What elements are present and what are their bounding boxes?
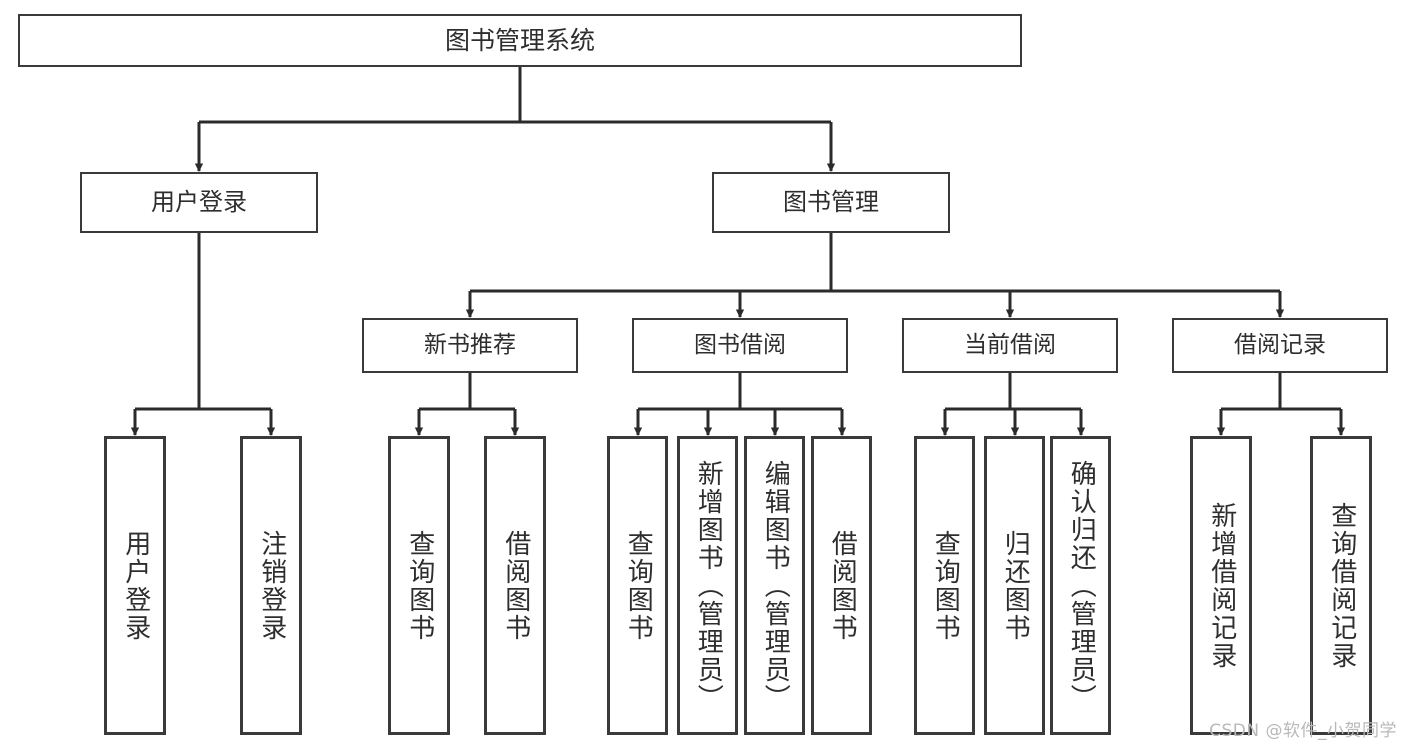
node-label: 当前借阅 bbox=[964, 331, 1056, 358]
node-label: 新书推荐 bbox=[424, 331, 516, 358]
node-bookmgmt[interactable]: 图书管理 bbox=[712, 172, 950, 233]
node-newbooks[interactable]: 新书推荐 bbox=[362, 318, 578, 373]
node-label: 借阅记录 bbox=[1234, 331, 1326, 358]
node-label: 确认归还（管理员） bbox=[1066, 459, 1097, 712]
node-label: 用户登录 bbox=[151, 188, 247, 217]
node-leaf-user-login[interactable]: 用户登录 bbox=[104, 436, 166, 735]
node-label: 查询借阅记录 bbox=[1326, 501, 1357, 670]
node-label: 用户登录 bbox=[120, 529, 151, 642]
node-label: 新增借阅记录 bbox=[1206, 501, 1237, 670]
node-label: 图书管理系统 bbox=[444, 25, 595, 55]
node-leaf-nb-query[interactable]: 查询图书 bbox=[388, 436, 450, 735]
node-label: 借阅图书 bbox=[827, 529, 858, 642]
node-label: 查询图书 bbox=[623, 529, 654, 642]
node-leaf-re-query[interactable]: 查询借阅记录 bbox=[1310, 436, 1372, 735]
node-login[interactable]: 用户登录 bbox=[80, 172, 318, 233]
node-label: 图书管理 bbox=[783, 188, 879, 217]
node-leaf-cu-return[interactable]: 归还图书 bbox=[984, 436, 1045, 735]
csdn-watermark: CSDN @软件_小贺同学 bbox=[1209, 721, 1397, 741]
node-label: 借阅图书 bbox=[500, 529, 531, 642]
node-leaf-bo-query[interactable]: 查询图书 bbox=[607, 436, 668, 735]
node-label: 编辑图书（管理员） bbox=[760, 459, 791, 712]
node-borrow[interactable]: 图书借阅 bbox=[632, 318, 848, 373]
node-label: 归还图书 bbox=[1000, 529, 1031, 642]
node-leaf-nb-borrow[interactable]: 借阅图书 bbox=[484, 436, 546, 735]
node-root[interactable]: 图书管理系统 bbox=[18, 14, 1022, 67]
node-label: 新增图书（管理员） bbox=[693, 459, 724, 712]
node-leaf-re-add[interactable]: 新增借阅记录 bbox=[1190, 436, 1252, 735]
node-records[interactable]: 借阅记录 bbox=[1172, 318, 1388, 373]
node-label: 图书借阅 bbox=[694, 331, 786, 358]
node-leaf-cu-query[interactable]: 查询图书 bbox=[914, 436, 975, 735]
node-current[interactable]: 当前借阅 bbox=[902, 318, 1118, 373]
node-leaf-bo-add[interactable]: 新增图书（管理员） bbox=[677, 436, 738, 735]
node-leaf-user-logout[interactable]: 注销登录 bbox=[240, 436, 302, 735]
node-leaf-bo-borrow[interactable]: 借阅图书 bbox=[811, 436, 872, 735]
node-leaf-cu-confirm[interactable]: 确认归还（管理员） bbox=[1050, 436, 1111, 735]
node-label: 查询图书 bbox=[404, 529, 435, 642]
node-label: 查询图书 bbox=[930, 529, 961, 642]
node-leaf-bo-edit[interactable]: 编辑图书（管理员） bbox=[744, 436, 805, 735]
node-label: 注销登录 bbox=[256, 529, 287, 642]
